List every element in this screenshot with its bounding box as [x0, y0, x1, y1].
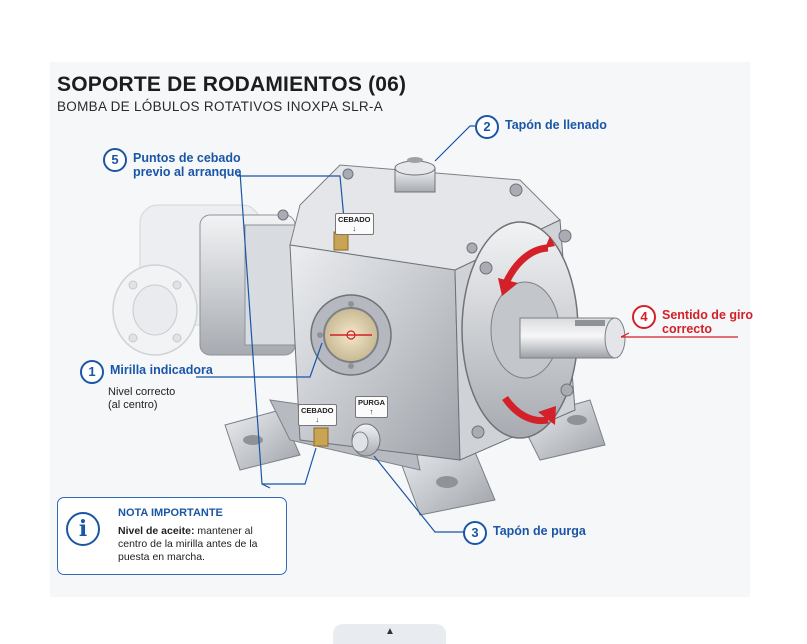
leader-5b [237, 175, 346, 231]
callout-label: Tapón de purga [493, 524, 586, 538]
cebado-tag-top: CEBADO ↓ [335, 213, 374, 235]
cebado-tag-top-arrow: ↓ [352, 224, 357, 233]
leader-2 [434, 125, 475, 162]
cebado-tag-bottom-label: CEBADO [301, 406, 334, 415]
leader-1 [196, 342, 323, 378]
callout-2-filling-plug: 2 Tapón de llenado [475, 115, 607, 139]
callout-1-sight-glass: 1 Mirilla indicadora [80, 360, 213, 384]
cebado-tag-bottom: CEBADO ↓ [298, 404, 337, 426]
bottom-scroll-tab[interactable]: ▲ [333, 624, 446, 644]
cebado-tag-bottom-arrow: ↓ [315, 415, 320, 424]
leader-3 [373, 455, 465, 533]
page-subtitle: BOMBA DE LÓBULOS ROTATIVOS INOXPA SLR-A [57, 99, 384, 114]
purga-tag: PURGA ↑ [355, 396, 389, 418]
sight-glass-description: Nivel correcto (al centro) [108, 386, 176, 411]
callout-number: 3 [463, 521, 487, 545]
note-body-bold: Nivel de aceite: [118, 525, 195, 537]
callout-number: 4 [632, 305, 656, 329]
callout-4-rotation-direction: 4 Sentido de giro correcto [632, 305, 753, 336]
info-icon: i [66, 512, 100, 546]
note-title: NOTA IMPORTANTE [118, 507, 223, 519]
chevron-up-icon: ▲ [385, 626, 395, 637]
callout-number: 2 [475, 115, 499, 139]
callout-label: Puntos de cebado previo al arranque [133, 151, 242, 179]
callout-label: Sentido de giro correcto [662, 308, 753, 336]
note-body: Nivel de aceite: mantener al centro de l… [118, 525, 280, 564]
important-note-box: i NOTA IMPORTANTE Nivel de aceite: mante… [57, 497, 287, 575]
callout-number: 1 [80, 360, 104, 384]
purga-tag-arrow: ↑ [369, 407, 374, 416]
cebado-tag-top-label: CEBADO [338, 215, 371, 224]
callout-label: Mirilla indicadora [110, 363, 213, 377]
callout-label: Tapón de llenado [505, 118, 607, 132]
purga-tag-label: PURGA [358, 398, 386, 407]
callout-5-priming-points: 5 Puntos de cebado previo al arranque [103, 148, 241, 179]
callout-number: 5 [103, 148, 127, 172]
callout-3-drain-plug: 3 Tapón de purga [463, 521, 586, 545]
page-title: SOPORTE DE RODAMIENTOS (06) [57, 73, 407, 96]
note-body-text: mantener al centro de la mirilla antes d… [118, 525, 258, 563]
